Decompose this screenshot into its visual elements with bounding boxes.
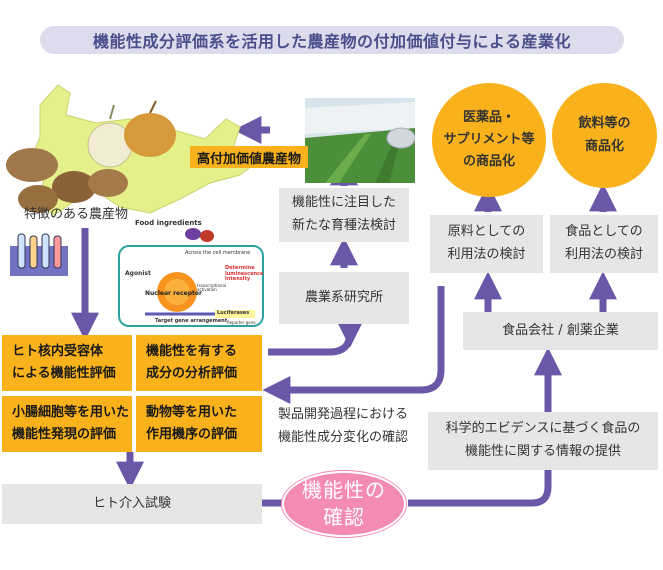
potato-3 <box>18 185 58 213</box>
assay-food-ingredients: Food ingredients <box>135 219 202 227</box>
greenhouse-image <box>305 98 415 183</box>
breeding-box: 機能性に注目した 新たな育種法検討 <box>279 188 409 242</box>
assay-reporter-gene: Reporter gene <box>227 320 256 325</box>
animal-eval-box: 動物等を用いた 作用機序の評価 <box>136 396 262 452</box>
evidence-box: 科学的エビデンスに基づく食品の 機能性に関する情報の提供 <box>428 412 658 470</box>
intestine-line-1: 小腸細胞等を用いた <box>12 404 130 420</box>
research-institute-label: 農業系研究所 <box>304 289 383 305</box>
raw-material-line-2: 利用法の検討 <box>447 247 526 262</box>
process-text: 製品開発過程における 機能性成分変化の確認 <box>278 404 408 450</box>
evidence-line-2: 機能性に関する情報の提供 <box>464 444 621 459</box>
receptor-line-1: ヒト核内受容体 <box>12 343 104 359</box>
assay-nuclear-receptor: Nuclear receptor <box>145 290 202 297</box>
crops-illustration <box>6 84 260 216</box>
pharma-line-2: サプリメント等 <box>443 131 535 147</box>
intestine-line-2: 機能性発現の評価 <box>12 427 117 442</box>
breeding-line-2: 新たな育種法検討 <box>291 218 396 233</box>
confirm-line-1: 機能性の <box>302 478 386 502</box>
pharma-line-1: 医薬品・ <box>462 109 515 125</box>
arrow-analysis-to-institute <box>268 319 364 356</box>
confirm-line-2: 確認 <box>323 505 365 529</box>
beverage-line-1: 飲料等の <box>578 116 631 132</box>
assay-target-gene: Target gene arrangement <box>155 318 228 324</box>
test-tube-icon <box>10 233 68 276</box>
onion-yellow <box>124 113 176 157</box>
raw-material-box: 原料としての 利用法の検討 <box>430 215 543 273</box>
research-institute-box: 農業系研究所 <box>279 272 409 324</box>
analysis-eval-box: 機能性を有する 成分の分析評価 <box>136 335 262 391</box>
pharma-circle: 医薬品・ サプリメント等 の商品化 <box>432 83 546 197</box>
animal-line-1: 動物等を用いた <box>146 404 238 420</box>
analysis-line-2: 成分の分析評価 <box>146 366 238 381</box>
food-company-box: 食品会社 / 創薬企業 <box>463 312 658 350</box>
potato-2 <box>52 171 96 203</box>
food-line-2: 利用法の検討 <box>564 247 643 262</box>
process-line-2: 機能性成分変化の確認 <box>278 429 409 445</box>
analysis-line-1: 機能性を有する <box>146 343 238 359</box>
assay-luminescence: Determine luminescence Intensity <box>225 265 264 282</box>
food-line-1: 食品としての <box>565 224 643 240</box>
pharma-line-3: の商品化 <box>462 154 515 170</box>
receptor-eval-box: ヒト核内受容体 による機能性評価 <box>2 335 132 391</box>
receptor-line-2: による機能性評価 <box>12 366 116 381</box>
intestine-eval-box: 小腸細胞等を用いた 機能性発現の評価 <box>2 396 132 452</box>
evidence-line-1: 科学的エビデンスに基づく食品の <box>445 421 641 437</box>
beverage-line-2: 商品化 <box>584 138 624 154</box>
raw-material-line-1: 原料としての <box>447 224 526 240</box>
assay-transcription: transcriptional activation <box>197 283 227 293</box>
human-trial-box: ヒト介入試験 <box>2 484 262 524</box>
potato-4 <box>88 169 128 197</box>
confirm-circle: 機能性の 確認 <box>282 471 406 537</box>
high-value-label: 高付加価値農産物 <box>190 146 308 168</box>
assay-agonist: Agonist <box>125 270 151 277</box>
process-line-1: 製品開発過程における <box>278 407 409 422</box>
food-company-label: 食品会社 / 創薬企業 <box>502 322 619 338</box>
page-title: 機能性成分評価系を活用した農産物の付加価値付与による産業化 <box>40 26 624 54</box>
assay-membrane: Across the cell membrane <box>185 250 251 256</box>
beverage-circle: 飲料等の 商品化 <box>552 83 657 188</box>
crops-label: 特徴のある農産物 <box>24 207 129 222</box>
assay-diagram: Food ingredients Across the cell membran… <box>115 218 267 330</box>
animal-line-2: 作用機序の評価 <box>146 427 238 442</box>
potato-1 <box>6 148 58 182</box>
assay-luciferases: Luciferases <box>217 310 250 316</box>
food-box: 食品としての 利用法の検討 <box>550 215 658 273</box>
breeding-line-1: 機能性に注目した <box>291 195 396 211</box>
human-trial-label: ヒト介入試験 <box>92 495 171 511</box>
